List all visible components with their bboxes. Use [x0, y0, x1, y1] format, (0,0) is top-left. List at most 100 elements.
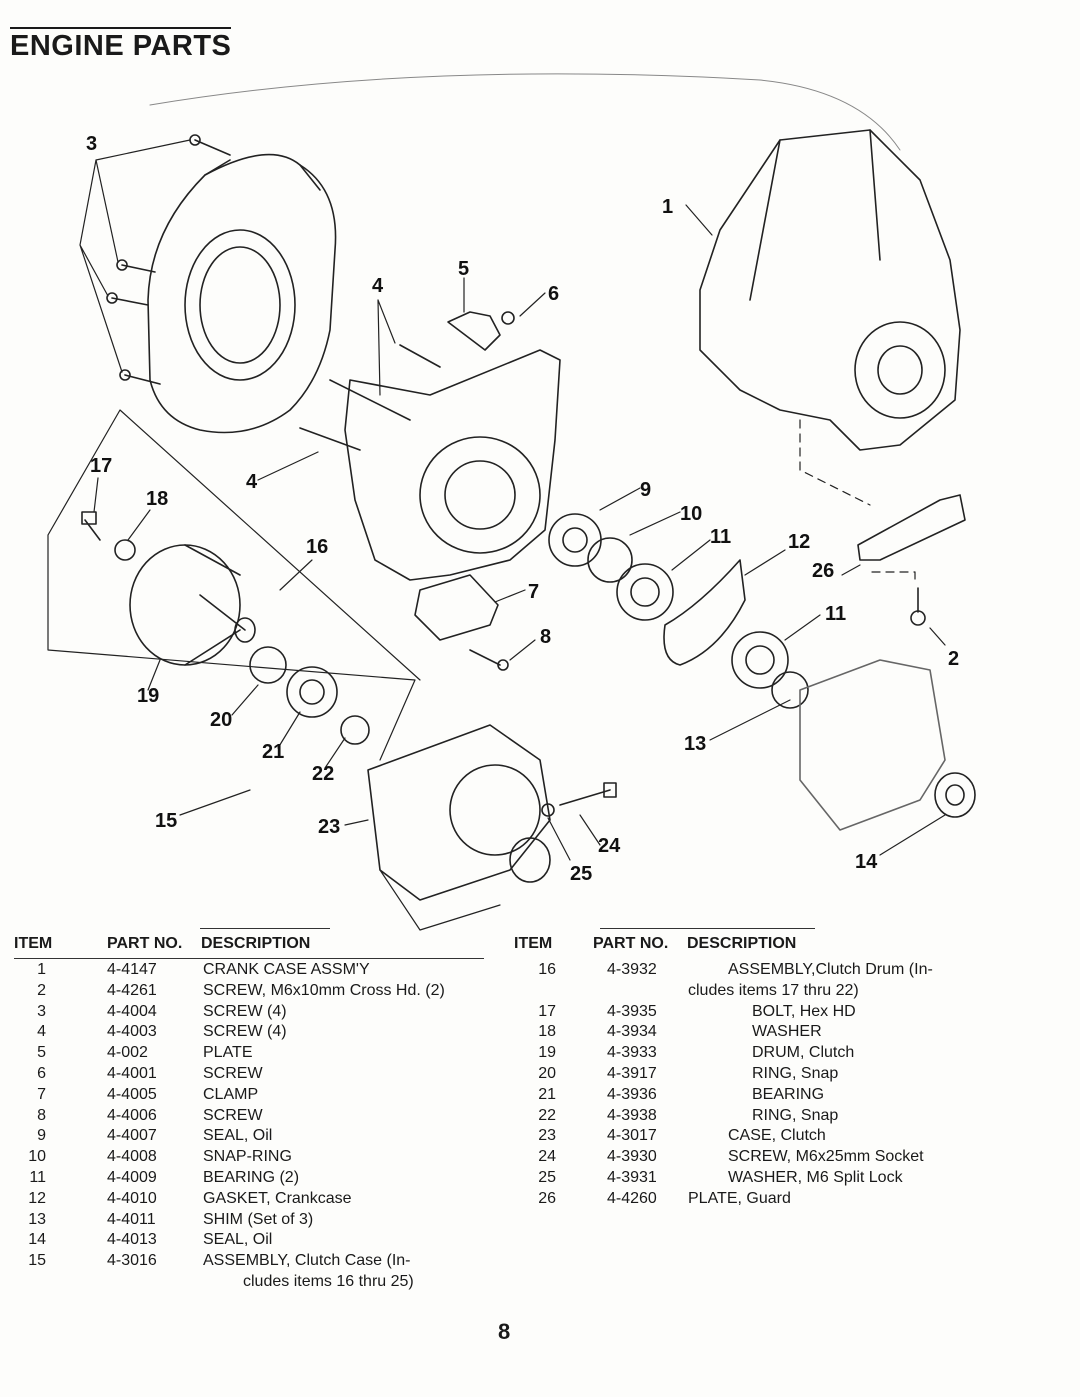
- callout-24: 24: [598, 835, 621, 857]
- header-rule: [14, 958, 484, 959]
- part-number: 4-3917: [607, 1064, 657, 1082]
- callout-3: 3: [86, 133, 97, 155]
- item-number: 10: [28, 1148, 46, 1166]
- part-number: 4-3933: [607, 1044, 657, 1062]
- part-description: PLATE, Guard: [688, 1189, 791, 1207]
- callout-17: 17: [90, 455, 112, 477]
- callout-4a: 4: [372, 275, 384, 297]
- part-number: 4-4005: [107, 1085, 157, 1103]
- table-row: cludes items 16 thru 25): [14, 1272, 504, 1293]
- item-number: 13: [28, 1210, 46, 1228]
- callout-12: 12: [788, 531, 810, 553]
- part-description: CRANK CASE ASSM'Y: [203, 961, 370, 978]
- screw-3-drawing: [106, 134, 231, 385]
- table-header: ITEM PART NO. DESCRIPTION: [514, 934, 984, 956]
- part-description: CLAMP: [203, 1085, 259, 1103]
- callout-21: 21: [262, 741, 284, 763]
- part-description: SCREW: [203, 1106, 263, 1124]
- callout-19: 19: [137, 685, 159, 707]
- part-description: ASSEMBLY, Clutch Case (In-: [203, 1252, 411, 1270]
- part-number: 4-3935: [607, 1002, 657, 1020]
- callout-16: 16: [306, 536, 328, 558]
- part-description: SEAL, Oil: [203, 1127, 273, 1145]
- item-number: 6: [37, 1064, 46, 1082]
- part-description: RING, Snap: [752, 1064, 839, 1082]
- callout-11b: 11: [825, 603, 846, 625]
- part-number: 4-3938: [607, 1106, 657, 1124]
- item-number: 26: [538, 1189, 556, 1207]
- callout-10: 10: [680, 503, 702, 525]
- item-number: 20: [538, 1064, 556, 1082]
- part-description: BEARING: [752, 1085, 825, 1103]
- part-number: 4-4006: [107, 1106, 157, 1124]
- item-number: 4: [37, 1023, 46, 1041]
- part-description: cludes items 16 thru 25): [243, 1272, 414, 1290]
- item-number: 14: [28, 1231, 46, 1249]
- fan-housing-drawing: [147, 153, 337, 434]
- part-description: SCREW (4): [203, 1002, 287, 1020]
- header-rule-right: [600, 928, 815, 929]
- item-number: 25: [538, 1168, 556, 1186]
- clutch-drum-drawing: [129, 544, 256, 666]
- callout-8: 8: [540, 626, 551, 648]
- header-part-no: PART NO.: [107, 935, 183, 952]
- part-number: 4-4010: [107, 1189, 157, 1207]
- part-description: GASKET, Crankcase: [203, 1189, 352, 1207]
- part-description: BOLT, Hex HD: [752, 1002, 856, 1020]
- part-number: 4-3934: [607, 1023, 657, 1041]
- page-number: 8: [498, 1319, 511, 1344]
- part-number: 4-4003: [107, 1023, 157, 1041]
- page-title: ENGINE PARTS: [10, 27, 232, 61]
- part-number: 4-4011: [107, 1210, 156, 1228]
- part-number: 4-4261: [107, 981, 157, 999]
- callout-23: 23: [318, 816, 340, 838]
- item-number: 21: [538, 1085, 556, 1103]
- part-description: SCREW, M6x25mm Socket: [728, 1148, 924, 1166]
- part-description: RING, Snap: [752, 1106, 839, 1124]
- callout-5: 5: [458, 258, 469, 280]
- part-number: 4-4009: [107, 1168, 157, 1186]
- item-number: 1: [37, 961, 46, 978]
- part-description: CASE, Clutch: [728, 1127, 826, 1145]
- item-number: 18: [538, 1023, 556, 1041]
- table-row: cludes items 17 thru 22): [514, 981, 984, 1002]
- part-number: 4-4001: [107, 1064, 157, 1082]
- item-number: 16: [538, 961, 556, 978]
- clutch-case-drawing: [367, 724, 551, 901]
- callout-25: 25: [570, 863, 592, 885]
- item-number: 24: [538, 1148, 556, 1166]
- item-number: 22: [538, 1106, 556, 1124]
- callout-9: 9: [640, 479, 651, 501]
- part-description: SNAP-RING: [203, 1148, 292, 1166]
- part-number: 4-4007: [107, 1127, 157, 1145]
- part-number: 4-3017: [607, 1127, 657, 1145]
- header-part-no: PART NO.: [593, 935, 669, 952]
- callout-18: 18: [146, 488, 168, 510]
- callout-20: 20: [210, 709, 232, 731]
- part-description: PLATE: [203, 1044, 253, 1062]
- part-description: SCREW: [203, 1064, 263, 1082]
- callout-22: 22: [312, 763, 334, 785]
- part-number: 4-4013: [107, 1231, 157, 1249]
- item-number: 19: [538, 1044, 556, 1062]
- callout-14: 14: [855, 851, 878, 873]
- item-number: 3: [37, 1002, 46, 1020]
- item-number: 7: [37, 1085, 46, 1103]
